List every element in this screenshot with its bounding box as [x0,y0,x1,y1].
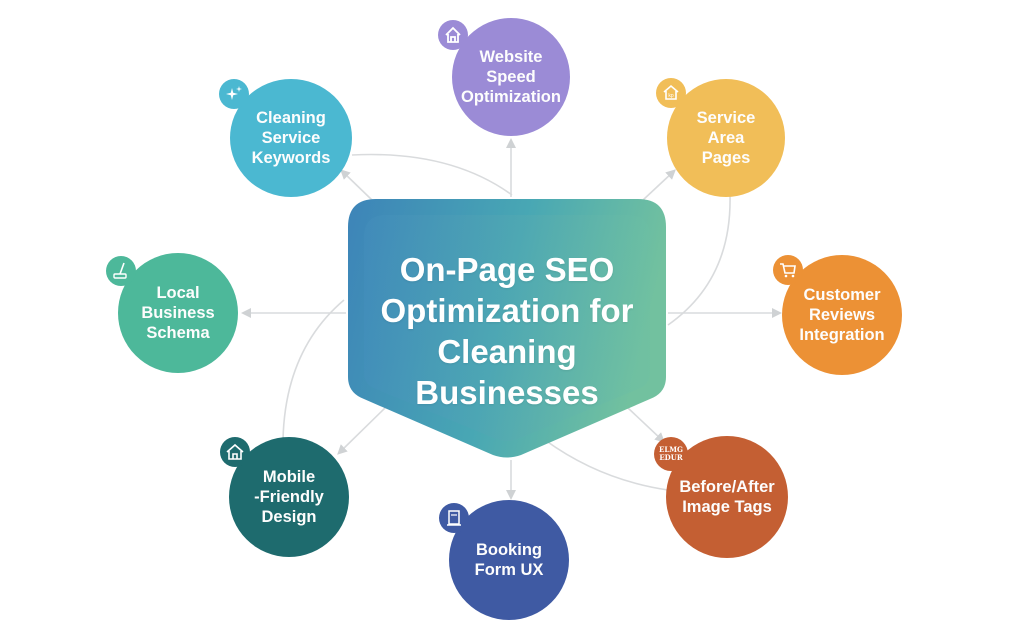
central-topic-title: On-Page SEO Optimization for Cleaning Bu… [380,251,634,411]
cart-icon [773,255,803,285]
node-cleaning-keywords[interactable]: Cleaning Service Keywords [230,79,352,197]
node-website-speed[interactable]: Website Speed Optimization [452,18,570,136]
node-booking-form[interactable]: Booking Form UX [449,500,569,620]
node-service-area[interactable]: Service Area Pages [667,79,785,197]
node-label: Customer Reviews Integration [799,286,885,344]
svg-text:kp: kp [668,93,674,99]
badge-text: ELMG EDUR [659,445,683,462]
text-badge-icon: ELMG EDUR [654,437,688,471]
form-icon [439,503,469,533]
arrow-to-mobile [337,407,386,455]
house-icon [438,20,468,50]
mop-icon [106,256,136,286]
node-label: Before/After Image Tags [679,478,775,516]
node-label: Service Area Pages [696,109,756,167]
node-local-business[interactable]: Local Business Schema [118,253,238,373]
node-label: Booking Form UX [474,541,544,579]
house-icon [220,437,250,467]
node-label: Local Business Schema [141,284,215,342]
arrow-to-service-area [642,169,676,201]
central-topic: On-Page SEO Optimization for Cleaning Bu… [346,197,668,460]
sparkle-icon [219,79,249,109]
node-label: Cleaning Service Keywords [251,109,331,167]
node-label: Mobile -Friendly Design [254,468,324,526]
arrow-to-before-after [627,407,665,443]
arrow-to-keywords [340,169,373,201]
node-label: Website Speed Optimization [461,48,561,106]
house-map-icon: kp [656,78,686,108]
